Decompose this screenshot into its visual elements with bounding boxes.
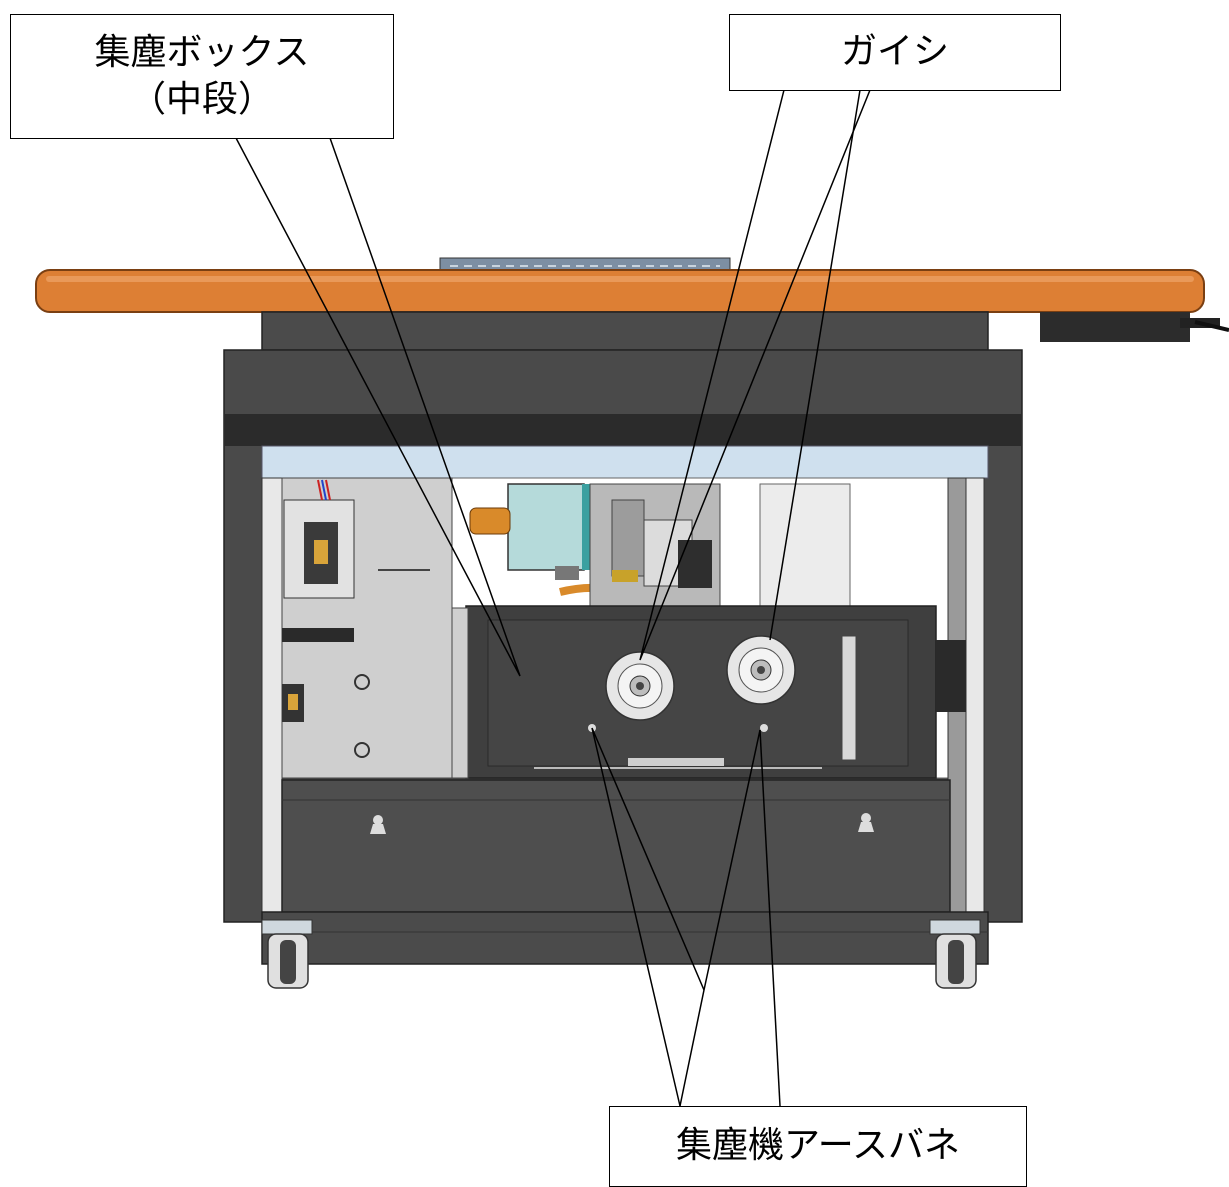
orange-fitting	[469, 507, 511, 535]
lower-drawer	[281, 779, 951, 913]
dark-band	[224, 414, 1022, 446]
caster-wheel-icon	[261, 919, 313, 989]
callout-earth-spring: 集塵機アースバネ	[609, 1106, 1027, 1187]
insulator-disc-icon	[605, 651, 675, 721]
dust-box-inner	[487, 619, 909, 767]
side-connector	[1040, 312, 1190, 342]
blue-beam	[261, 445, 989, 479]
callout-earth-spring-label: 集塵機アースバネ	[675, 1125, 961, 1167]
callout-dust-box: 集塵ボックス （中段）	[10, 14, 394, 139]
callout-insulator: ガイシ	[729, 14, 1061, 91]
leader-lines	[235, 89, 871, 1107]
caster-wheel-icon	[929, 919, 981, 989]
base-frame	[261, 911, 989, 965]
insulator-disc-icon	[726, 635, 796, 705]
keyhole-icon	[858, 813, 874, 832]
callout-insulator-label: ガイシ	[840, 31, 949, 73]
control-box	[507, 483, 585, 571]
callout-dust-box-line1: 集塵ボックス	[94, 31, 310, 73]
callout-dust-box-line2: （中段）	[129, 78, 274, 120]
keyhole-icon	[370, 815, 386, 834]
